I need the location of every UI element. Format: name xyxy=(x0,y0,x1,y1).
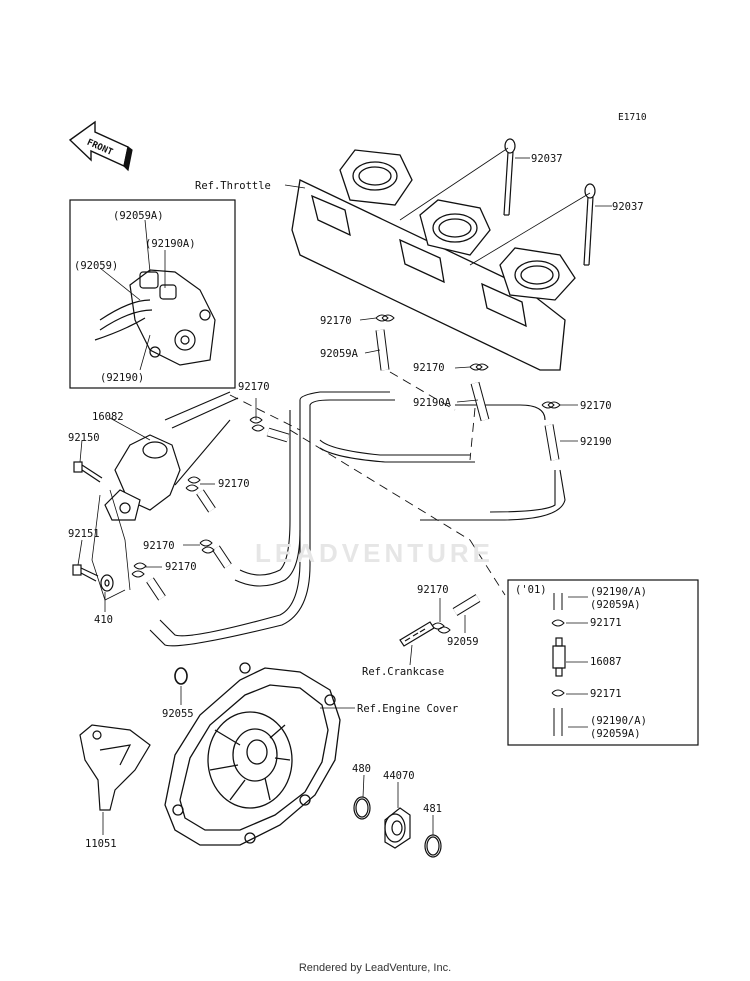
detail-part-92059a-label[interactable]: (92059A) xyxy=(113,210,164,222)
inset-part-label[interactable]: (92059A) xyxy=(590,728,641,740)
ref-crankcase-label[interactable]: Ref.Crankcase xyxy=(362,666,445,678)
throttle-manifold-icon xyxy=(291,149,576,371)
inset-part-label[interactable]: 16087 xyxy=(590,656,622,668)
watermark: LEADVENTURE xyxy=(255,538,495,568)
part-92150-label[interactable]: 92150 xyxy=(68,432,100,444)
detail-part-92059-label[interactable]: (92059) xyxy=(74,260,119,272)
hose-icon xyxy=(146,329,560,616)
part-410-label[interactable]: 410 xyxy=(94,614,113,626)
oil-pump-icon xyxy=(104,434,181,521)
detail-inset xyxy=(69,199,236,389)
inset-part-label[interactable]: (92059A) xyxy=(590,599,641,611)
ref-engine-cover-label[interactable]: Ref.Engine Cover xyxy=(357,703,459,715)
part-92037-label[interactable]: 92037 xyxy=(531,153,563,165)
part-11051-label[interactable]: 11051 xyxy=(85,838,117,850)
part-92055-label[interactable]: 92055 xyxy=(162,708,194,720)
washer-icon xyxy=(100,574,114,592)
part-44070-label[interactable]: 44070 xyxy=(383,770,415,782)
inset-part-label[interactable]: 92171 xyxy=(590,617,622,629)
part-92170-label[interactable]: 92170 xyxy=(413,362,445,374)
front-arrow-icon: FRONT xyxy=(68,120,133,172)
detail-part-92190-label[interactable]: (92190) xyxy=(100,372,145,384)
part-92037-label[interactable]: 92037 xyxy=(612,201,644,213)
part-92190-label[interactable]: 92190 xyxy=(580,436,612,448)
part-92059a-label[interactable]: 92059A xyxy=(320,348,358,360)
part-92170-label[interactable]: 92170 xyxy=(218,478,250,490)
part-92170-label[interactable]: 92170 xyxy=(165,561,197,573)
inset-part-label[interactable]: (92190/A) xyxy=(590,715,647,727)
oil-pump-detail-icon xyxy=(94,269,216,366)
bracket-icon xyxy=(79,724,151,811)
part-481-label[interactable]: 481 xyxy=(423,803,442,815)
part-92170-label[interactable]: 92170 xyxy=(320,315,352,327)
bolt-icon xyxy=(72,564,99,582)
inset-year-label: ('01) xyxy=(515,584,547,596)
diagram-code: E1710 xyxy=(618,112,647,123)
part-92170-label[interactable]: 92170 xyxy=(580,400,612,412)
bearing-icon xyxy=(384,807,411,849)
footer-credit: Rendered by LeadVenture, Inc. xyxy=(298,962,452,974)
part-16082-label[interactable]: 16082 xyxy=(92,411,124,423)
inset-part-label[interactable]: (92190/A) xyxy=(590,586,647,598)
part-92170-label[interactable]: 92170 xyxy=(238,381,270,393)
part-480-label[interactable]: 480 xyxy=(352,763,371,775)
o-ring-icon xyxy=(174,667,188,685)
bolt-icon xyxy=(73,461,103,483)
inset-2001 xyxy=(507,579,699,746)
bolt-icon xyxy=(503,138,596,266)
hose-clip-icon xyxy=(131,314,561,634)
part-92151-label[interactable]: 92151 xyxy=(68,528,100,540)
oil-hose-lines xyxy=(149,391,566,647)
part-92170-label[interactable]: 92170 xyxy=(417,584,449,596)
inset-2001-parts-icon xyxy=(551,593,566,736)
inset-part-label[interactable]: 92171 xyxy=(590,688,622,700)
part-92059-label[interactable]: 92059 xyxy=(447,636,479,648)
engine-cover-icon xyxy=(164,662,341,846)
part-92190a-label[interactable]: 92190A xyxy=(413,397,451,409)
ref-throttle-label[interactable]: Ref.Throttle xyxy=(195,180,271,192)
snap-ring-icon xyxy=(424,834,442,858)
part-92170-label[interactable]: 92170 xyxy=(143,540,175,552)
detail-part-92190a-label[interactable]: (92190A) xyxy=(145,238,196,250)
crankcase-fitting-icon xyxy=(399,621,435,647)
snap-ring-icon xyxy=(353,796,371,820)
